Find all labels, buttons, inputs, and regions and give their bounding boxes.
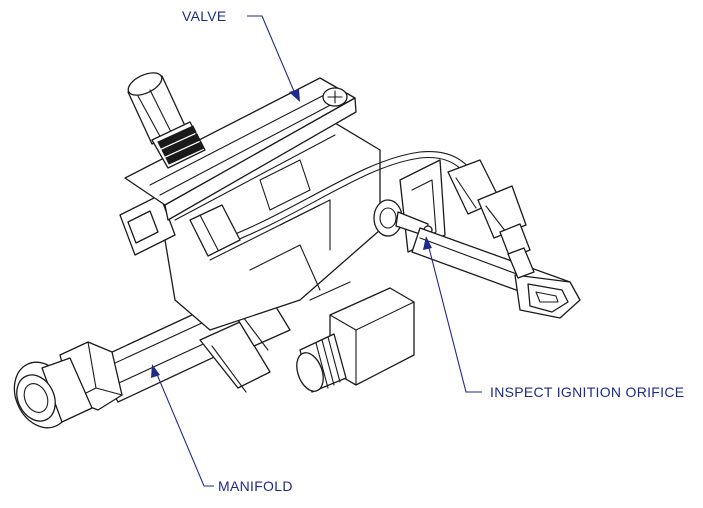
outlet-fitting (296, 287, 415, 393)
label-manifold: MANIFOLD (218, 478, 293, 494)
valve-arrowhead (289, 89, 300, 102)
valve-top-plate (124, 77, 357, 221)
label-valve: VALVE (182, 8, 227, 24)
wire-connectors (447, 159, 535, 279)
manifold-arrowhead (151, 364, 160, 378)
orifice-arrowhead (423, 236, 432, 250)
orifice-leader-line (427, 243, 482, 393)
pilot-assembly (373, 159, 446, 253)
manifold-leader-line (155, 371, 214, 487)
label-inspect-ignition-orifice: INSPECT IGNITION ORIFICE (490, 384, 684, 400)
igniter-electrode (411, 227, 581, 319)
callout-leaders (151, 15, 482, 487)
valve-knob (127, 72, 206, 169)
valve-leader-line (247, 15, 297, 97)
